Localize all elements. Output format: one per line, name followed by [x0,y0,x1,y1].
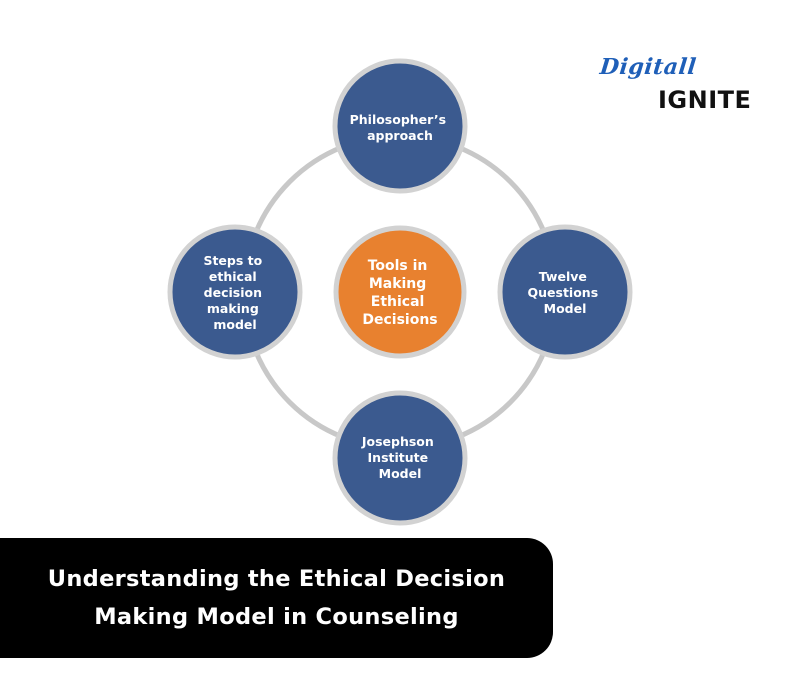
node-josephson-institute-model: Josephson Institute Model [332,390,468,526]
node-center-tools-label: Tools in Making Ethical Decisions [362,258,437,328]
digitall-ignite-logo: Digitall IGNITE [598,50,758,120]
node-steps-to-ethical-decision-label: Steps to ethical decision making model [203,253,266,332]
logo-script-text: Digitall [598,54,698,80]
node-twelve-questions-model-label: Twelve Questions Model [528,269,603,316]
node-josephson-institute-model-label: Josephson Institute Model [361,434,438,481]
banner-title: Understanding the Ethical Decision Makin… [7,560,547,636]
node-philosophers-approach-label: Philosopher’s approach [350,112,451,143]
node-center-tools: Tools in Making Ethical Decisions [333,225,467,359]
node-twelve-questions-model: Twelve Questions Model [497,224,633,360]
title-banner: Understanding the Ethical Decision Makin… [0,538,553,658]
banner-title-line-1: Understanding the Ethical Decision [47,566,506,592]
banner-title-line-2: Making Model in Counseling [94,604,459,630]
node-philosophers-approach: Philosopher’s approach [332,58,468,194]
logo-bold-text: IGNITE [658,86,752,114]
node-steps-to-ethical-decision: Steps to ethical decision making model [167,224,303,360]
